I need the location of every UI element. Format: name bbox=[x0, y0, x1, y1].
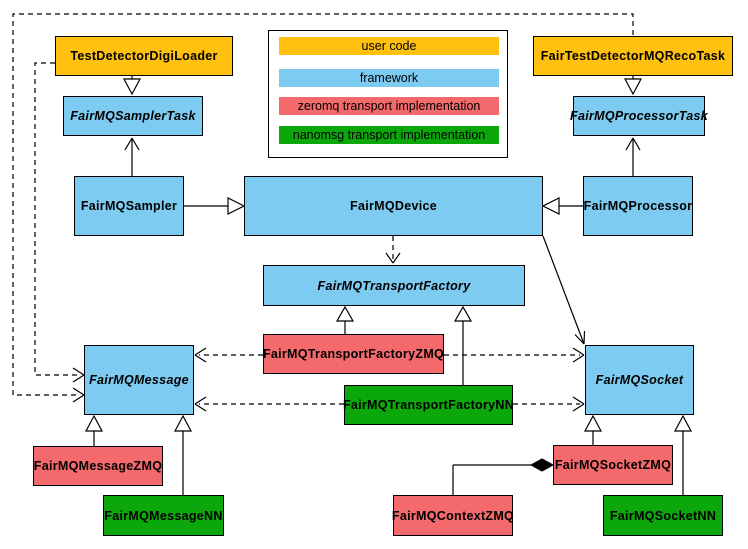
edge-factorynn-factory bbox=[453, 305, 473, 385]
edge-factoryzmq-factory bbox=[335, 305, 355, 334]
node-fairmqprocessortask: FairMQProcessorTask bbox=[570, 96, 708, 136]
edge-messagezmq-message bbox=[85, 414, 103, 446]
edge-socketzmq-socket bbox=[584, 414, 602, 445]
legend-item-zeromq: zeromq transport implementation bbox=[279, 97, 499, 115]
node-fairmqtransportfactoryzmq: FairMQTransportFactoryZMQ bbox=[263, 334, 444, 374]
legend-item-nanomsg: nanomsg transport implementation bbox=[279, 126, 499, 144]
node-fairmqsampler: FairMQSampler bbox=[74, 176, 184, 236]
legend: user code framework zeromq transport imp… bbox=[268, 30, 508, 158]
edge-device-transportfactory bbox=[385, 236, 401, 264]
node-fairmqprocessor: FairMQProcessor bbox=[583, 176, 693, 236]
edge-recotask-processortask bbox=[624, 76, 642, 96]
edge-device-socket bbox=[542, 235, 586, 345]
node-fairmqtransportfactorynn: FairMQTransportFactoryNN bbox=[343, 385, 514, 425]
edge-sampler-device bbox=[184, 197, 246, 215]
legend-item-framework: framework bbox=[279, 69, 499, 87]
edge-factoryzmq-socket bbox=[444, 347, 585, 363]
node-fairmqtransportfactory: FairMQTransportFactory bbox=[263, 265, 525, 306]
edge-factorynn-message bbox=[194, 396, 344, 412]
edge-factorynn-socket bbox=[513, 396, 585, 412]
edge-socketzmq-contextzmq bbox=[452, 458, 555, 495]
edge-factoryzmq-message bbox=[194, 347, 263, 363]
edge-sampler-samplertask bbox=[124, 137, 140, 176]
edge-processor-device bbox=[541, 197, 583, 215]
node-fairmqsocket: FairMQSocket bbox=[585, 345, 694, 415]
node-fairtestdetectormqrecotask: FairTestDetectorMQRecoTask bbox=[533, 36, 733, 76]
node-fairmqmessagenn: FairMQMessageNN bbox=[103, 495, 224, 536]
legend-item-user-code: user code bbox=[279, 37, 499, 55]
edge-socketnn-socket bbox=[674, 414, 692, 495]
edge-messagenn-message bbox=[174, 414, 192, 495]
node-testdetectordigiloader: TestDetectorDigiLoader bbox=[55, 36, 233, 76]
node-fairmqmessage: FairMQMessage bbox=[84, 345, 194, 415]
node-fairmqsamplertask: FairMQSamplerTask bbox=[63, 96, 203, 136]
node-fairmqcontextzmq: FairMQContextZMQ bbox=[392, 495, 514, 536]
node-fairmqdevice: FairMQDevice bbox=[244, 176, 543, 236]
node-fairmqsocketzmq: FairMQSocketZMQ bbox=[553, 445, 673, 485]
node-fairmqsocketnn: FairMQSocketNN bbox=[603, 495, 723, 536]
node-fairmqmessagezmq: FairMQMessageZMQ bbox=[33, 446, 163, 486]
edge-processor-processortask bbox=[625, 137, 641, 176]
edge-digiloader-samplertask bbox=[123, 76, 141, 96]
